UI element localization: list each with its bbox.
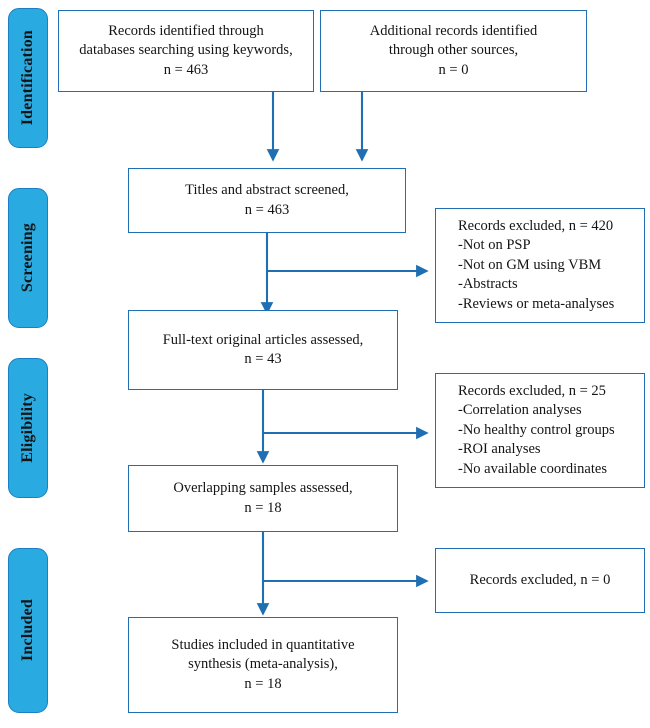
box-records-identified-databases-text: Records identified through databases sea… [79,22,293,78]
stage-badge-eligibility: Eligibility [8,358,48,498]
box-overlapping-samples-assessed-text: Overlapping samples assessed, n = 18 [173,480,353,516]
box-records-excluded-eligibility-text: Records excluded, n = 25 -Correlation an… [458,382,615,477]
stage-label-identification: Identification [19,30,36,126]
box-records-excluded-overlap: Records excluded, n = 0 [435,548,645,613]
box-studies-included-synthesis-text: Studies included in quantitative synthes… [171,636,355,692]
box-studies-included-synthesis: Studies included in quantitative synthes… [128,617,398,713]
stage-badge-identification: Identification [8,8,48,148]
box-records-excluded-screening: Records excluded, n = 420 -Not on PSP -N… [435,208,645,323]
box-titles-abstract-screened: Titles and abstract screened, n = 463 [128,168,406,233]
box-titles-abstract-screened-text: Titles and abstract screened, n = 463 [185,182,349,218]
box-records-identified-databases: Records identified through databases sea… [58,10,314,92]
box-records-excluded-eligibility: Records excluded, n = 25 -Correlation an… [435,373,645,488]
box-records-excluded-overlap-text: Records excluded, n = 0 [469,571,611,588]
stage-label-included: Included [19,599,36,662]
stage-badge-screening: Screening [8,188,48,328]
box-additional-records-other-sources-text: Additional records identified through ot… [369,22,538,78]
box-overlapping-samples-assessed: Overlapping samples assessed, n = 18 [128,465,398,532]
stage-label-screening: Screening [19,223,36,293]
stage-label-eligibility: Eligibility [19,393,36,463]
box-fulltext-articles-assessed-text: Full-text original articles assessed, n … [162,331,364,367]
stage-badge-included: Included [8,548,48,713]
box-fulltext-articles-assessed: Full-text original articles assessed, n … [128,310,398,390]
box-records-excluded-screening-text: Records excluded, n = 420 -Not on PSP -N… [458,217,615,312]
box-additional-records-other-sources: Additional records identified through ot… [320,10,587,92]
